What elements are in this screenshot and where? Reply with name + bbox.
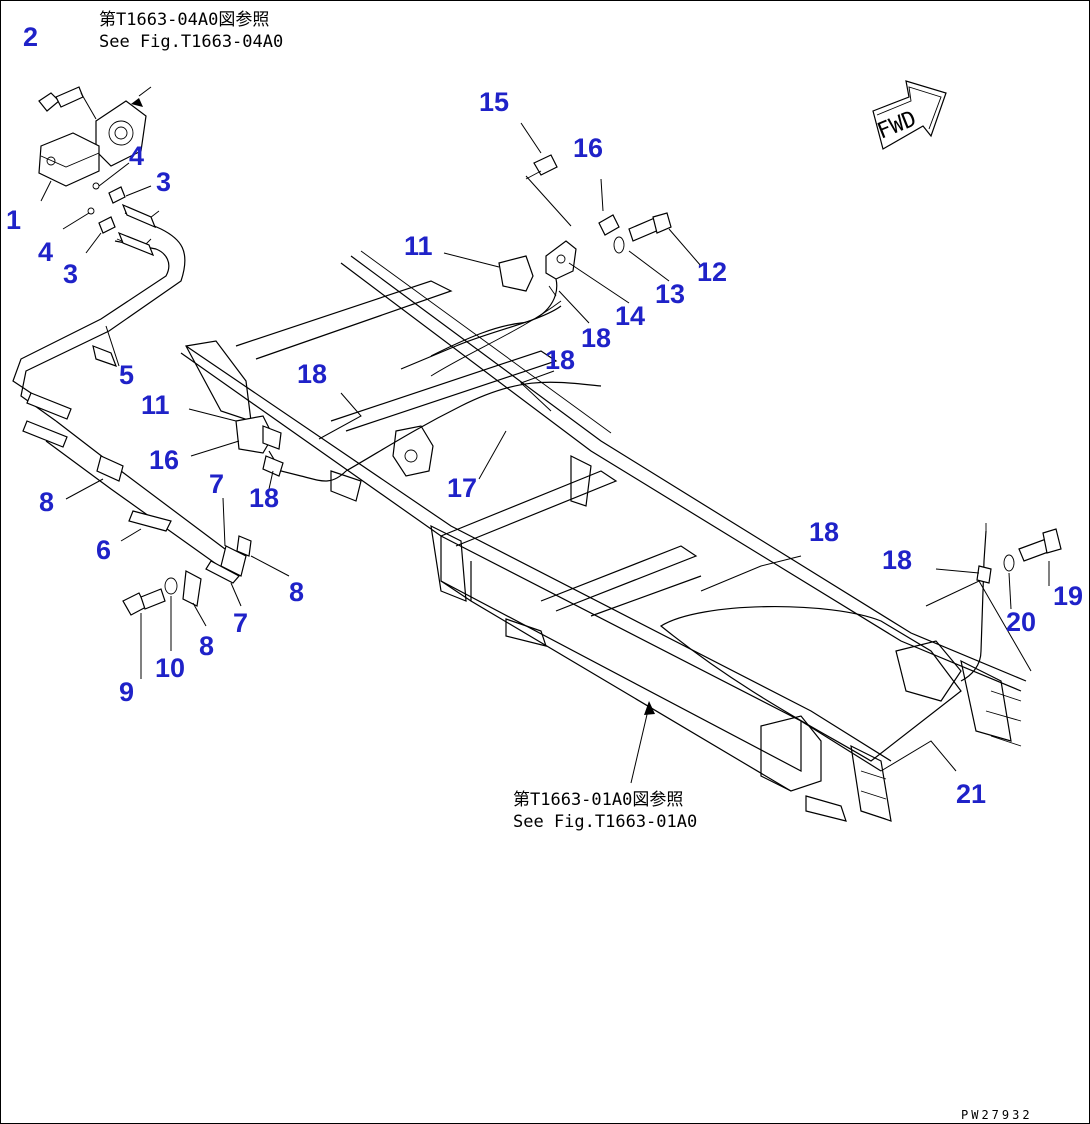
top-ref-en: See Fig.T1663-04A0 <box>99 32 283 52</box>
left-sensor-bracket <box>188 392 362 490</box>
callout-10: 10 <box>155 653 185 683</box>
callout-7: 7 <box>209 469 224 499</box>
top-ref-arrowhead <box>131 98 143 107</box>
callout-7-lower: 7 <box>233 608 248 638</box>
callout-5: 5 <box>119 360 134 390</box>
callout-3-lower: 3 <box>63 259 78 289</box>
valve-assembly <box>12 86 186 448</box>
rear-sensor <box>700 523 1062 772</box>
callout-18-center: 18 <box>297 359 327 389</box>
callout-16-left: 16 <box>149 445 179 475</box>
callout-18-right: 18 <box>809 517 839 547</box>
callout-15: 15 <box>479 87 509 117</box>
callout-20: 20 <box>1006 607 1036 637</box>
callout-16-top: 16 <box>573 133 603 163</box>
bottom-ref-ja: 第T1663-01A0図参照 <box>513 790 683 810</box>
callout-19: 19 <box>1053 581 1083 611</box>
clamp-assembly <box>45 420 290 679</box>
fwd-arrow-icon: FWD <box>872 80 947 150</box>
callout-8-lower: 8 <box>199 631 214 661</box>
bottom-ref-leader <box>630 705 650 784</box>
right-sensor-bracket <box>430 122 702 480</box>
callout-11-top: 11 <box>404 231 433 261</box>
callout-17: 17 <box>447 473 477 503</box>
callout-8-right: 8 <box>289 577 304 607</box>
callout-18-far: 18 <box>882 545 912 575</box>
bottom-ref-en: See Fig.T1663-01A0 <box>513 812 697 832</box>
top-ref-ja: 第T1663-04A0図参照 <box>99 10 269 30</box>
callout-8: 8 <box>39 487 54 517</box>
main-frame <box>180 250 1027 822</box>
callout-4: 4 <box>129 141 144 171</box>
callout-9: 9 <box>119 677 134 707</box>
callout-18-top: 18 <box>581 323 611 353</box>
callout-21: 21 <box>956 779 986 809</box>
callout-12: 12 <box>697 257 727 287</box>
drawing-code: PW27932 <box>961 1108 1033 1122</box>
callout-6: 6 <box>96 535 111 565</box>
callout-13: 13 <box>655 279 685 309</box>
bottom-ref-arrowhead <box>644 701 655 715</box>
callout-18-left: 18 <box>249 483 279 513</box>
callout-18-mid: 18 <box>545 345 575 375</box>
callout-14: 14 <box>615 301 645 331</box>
callout-1: 1 <box>6 205 21 235</box>
callout-4-lower: 4 <box>38 237 53 267</box>
callout-11-left: 11 <box>141 390 170 420</box>
callout-3: 3 <box>156 167 171 197</box>
callout-2: 2 <box>23 22 38 52</box>
